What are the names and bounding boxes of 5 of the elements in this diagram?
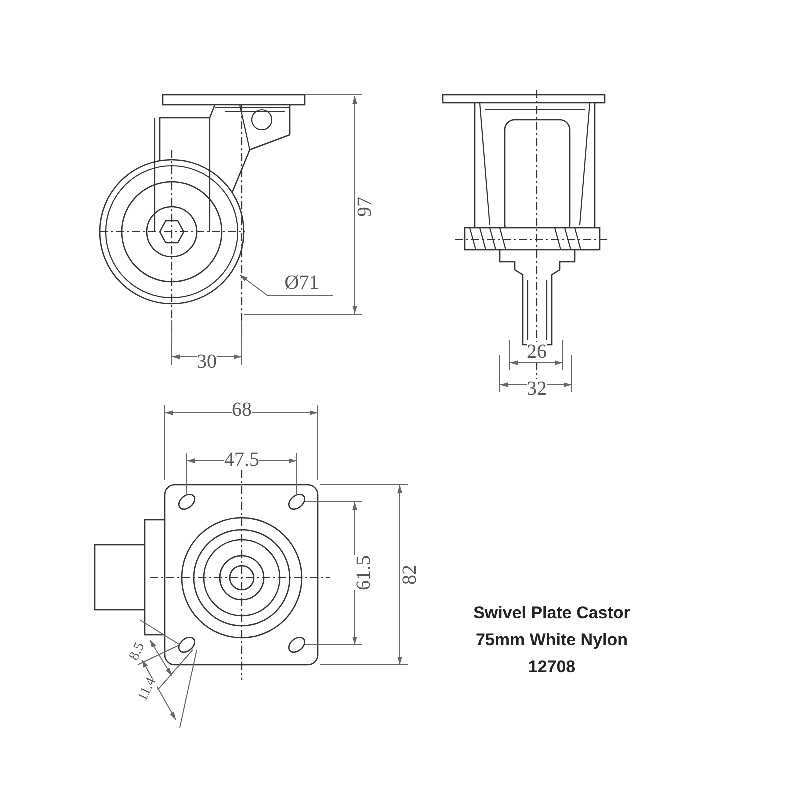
dimension-label: 26	[527, 342, 547, 362]
product-description: 75mm White Nylon	[476, 632, 628, 648]
dimension-label: 11.4	[136, 676, 160, 704]
product-description: Swivel Plate Castor	[474, 604, 630, 622]
product-description: 12708	[528, 658, 576, 676]
